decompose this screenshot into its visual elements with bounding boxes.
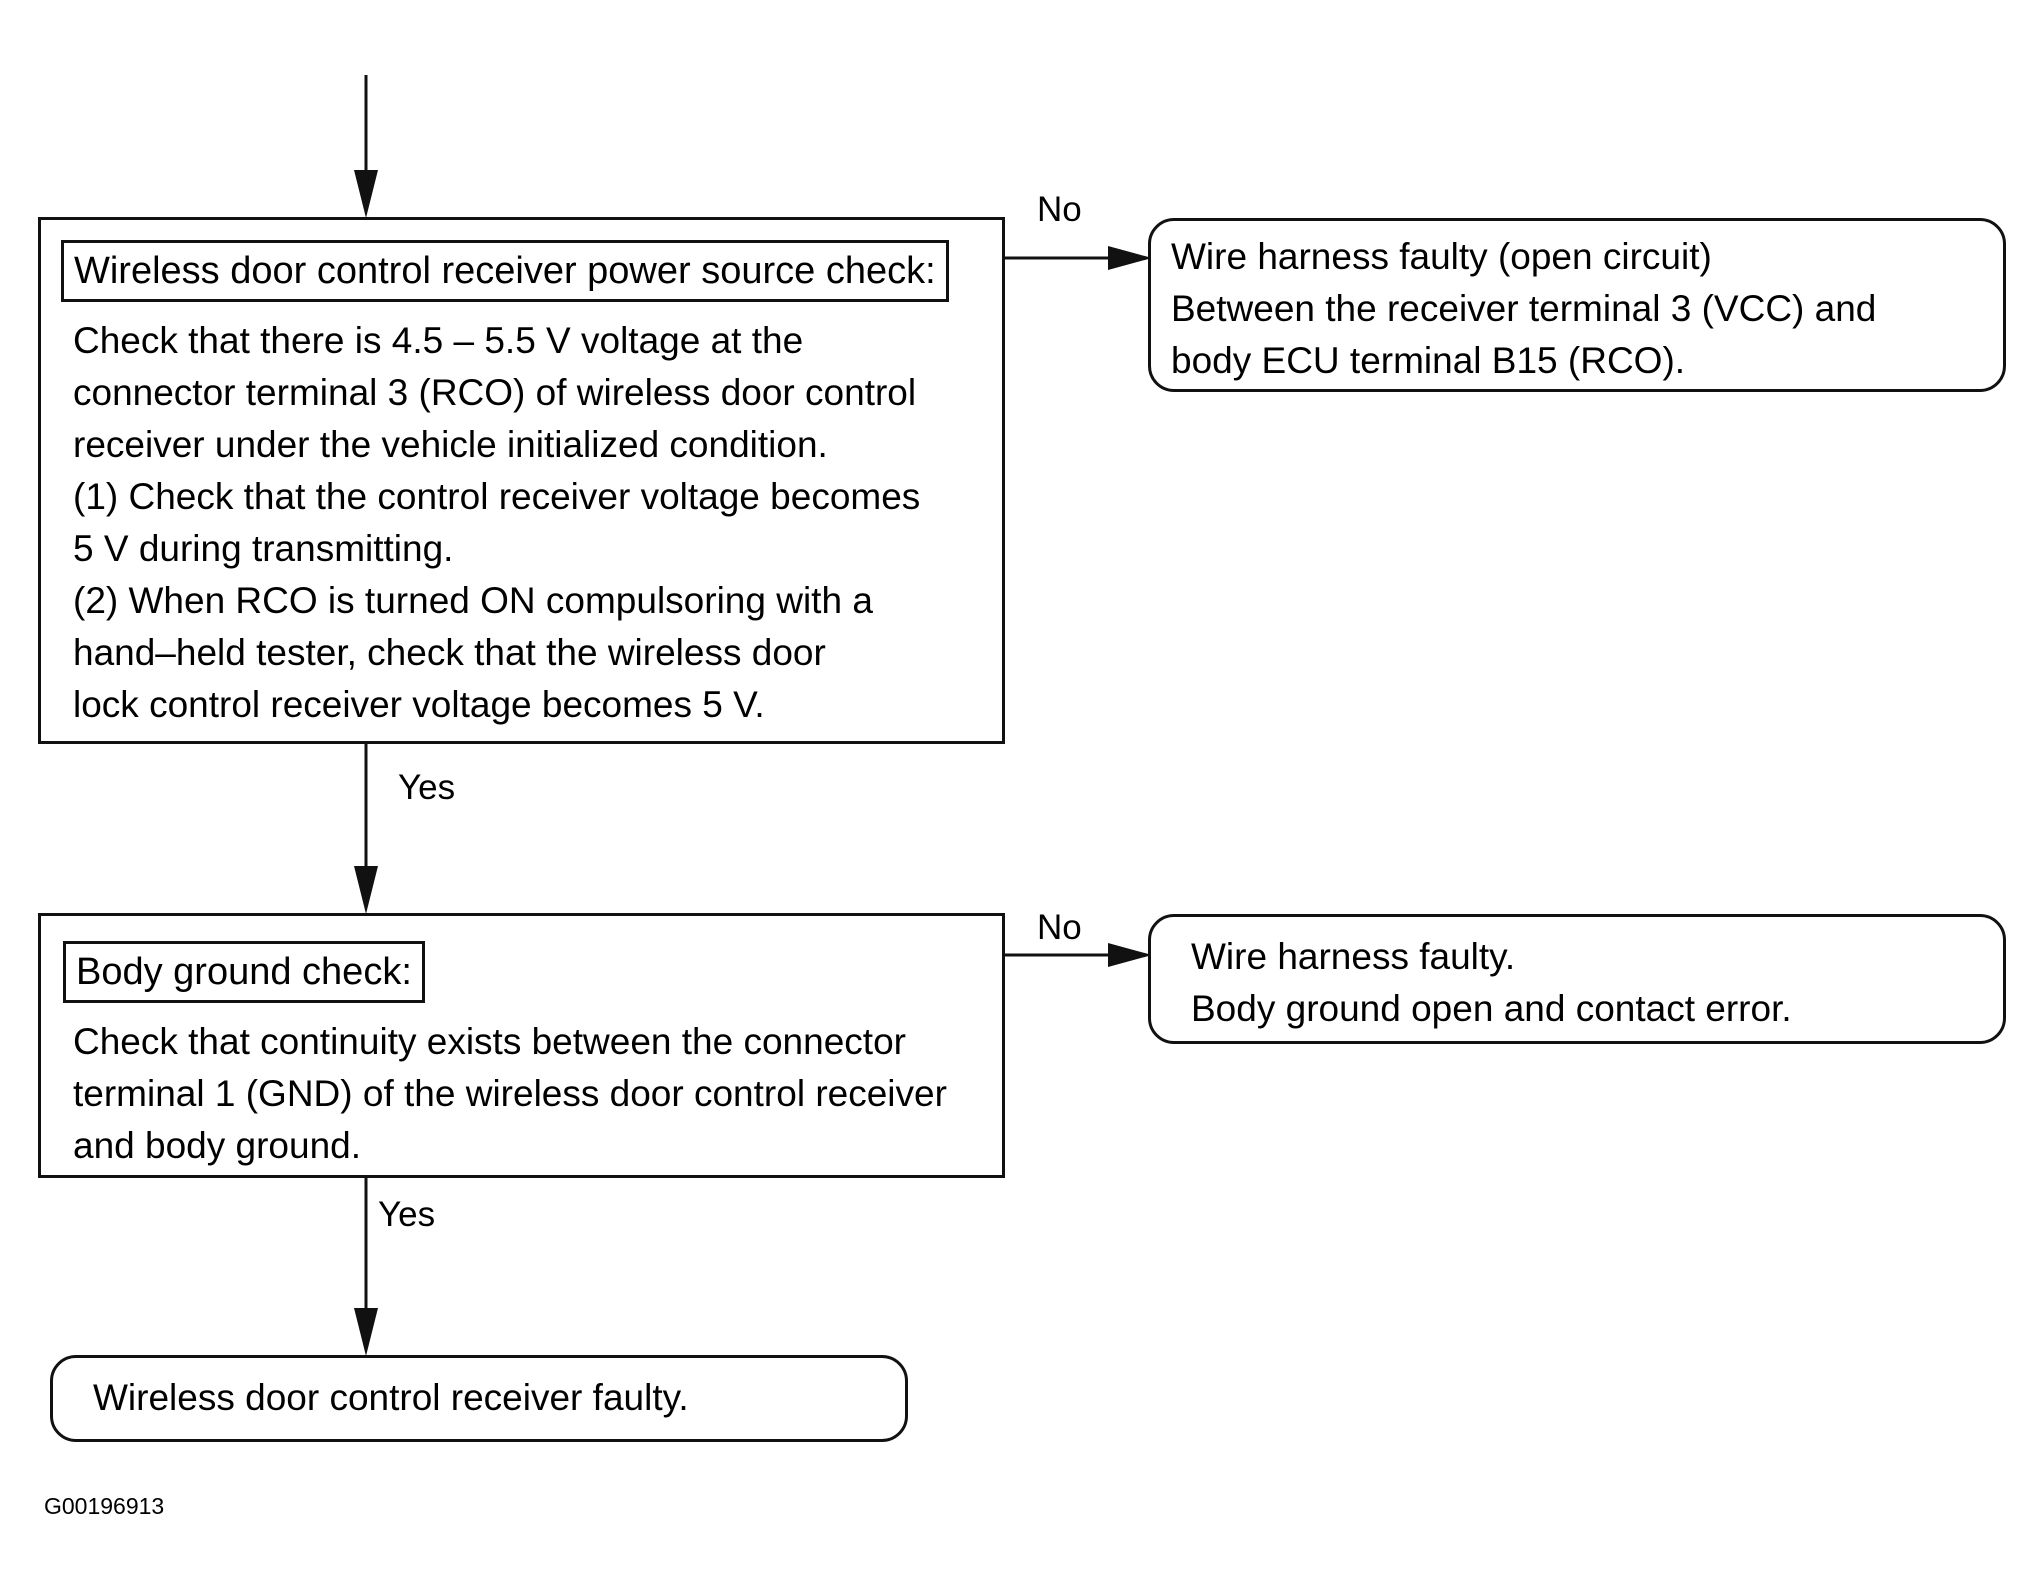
check2-line: and body ground.: [73, 1125, 362, 1166]
body-ground-check-title: Body ground check:: [63, 941, 425, 1003]
no1-arrowhead: [1108, 246, 1152, 270]
body-ground-check-box: Body ground check: Check that continuity…: [38, 913, 1005, 1178]
power-source-check-title: Wireless door control receiver power sou…: [61, 240, 949, 302]
body-ground-check-body: Check that continuity exists between the…: [73, 1016, 947, 1172]
result2-line: Body ground open and contact error.: [1191, 988, 1792, 1029]
open-circuit-result-box: Wire harness faulty (open circuit) Betwe…: [1148, 218, 2006, 392]
check1-line: connector terminal 3 (RCO) of wireless d…: [73, 372, 917, 413]
result1-line: Wire harness faulty (open circuit): [1171, 236, 1712, 277]
yes2-arrowhead: [354, 1308, 378, 1356]
check1-line: 5 V during transmitting.: [73, 528, 454, 569]
no-label-2: No: [1037, 908, 1082, 947]
no-label-1: No: [1037, 190, 1082, 229]
entry-arrowhead: [354, 170, 378, 218]
receiver-faulty-result-box: Wireless door control receiver faulty.: [50, 1355, 908, 1442]
yes-label-2: Yes: [378, 1195, 436, 1234]
no2-arrowhead: [1108, 943, 1152, 967]
result1-line: Between the receiver terminal 3 (VCC) an…: [1171, 288, 1877, 329]
yes-label-1: Yes: [398, 768, 456, 807]
check1-line: receiver under the vehicle initialized c…: [73, 424, 828, 465]
check1-line: lock control receiver voltage becomes 5 …: [73, 684, 765, 725]
result1-line: body ECU terminal B15 (RCO).: [1171, 340, 1686, 381]
check1-line: (2) When RCO is turned ON compulsoring w…: [73, 580, 873, 621]
power-source-check-body: Check that there is 4.5 – 5.5 V voltage …: [73, 315, 920, 731]
power-source-check-box: Wireless door control receiver power sou…: [38, 217, 1005, 744]
check1-line: (1) Check that the control receiver volt…: [73, 476, 921, 517]
result2-line: Wire harness faulty.: [1191, 936, 1516, 977]
check1-line: Check that there is 4.5 – 5.5 V voltage …: [73, 320, 804, 361]
check2-line: Check that continuity exists between the…: [73, 1021, 906, 1062]
yes1-arrowhead: [354, 866, 378, 914]
result3-line: Wireless door control receiver faulty.: [93, 1377, 689, 1418]
body-ground-result-box: Wire harness faulty. Body ground open an…: [1148, 914, 2006, 1044]
figure-id: G00196913: [44, 1493, 165, 1519]
check2-line: terminal 1 (GND) of the wireless door co…: [73, 1073, 947, 1114]
check1-line: hand–held tester, check that the wireles…: [73, 632, 826, 673]
